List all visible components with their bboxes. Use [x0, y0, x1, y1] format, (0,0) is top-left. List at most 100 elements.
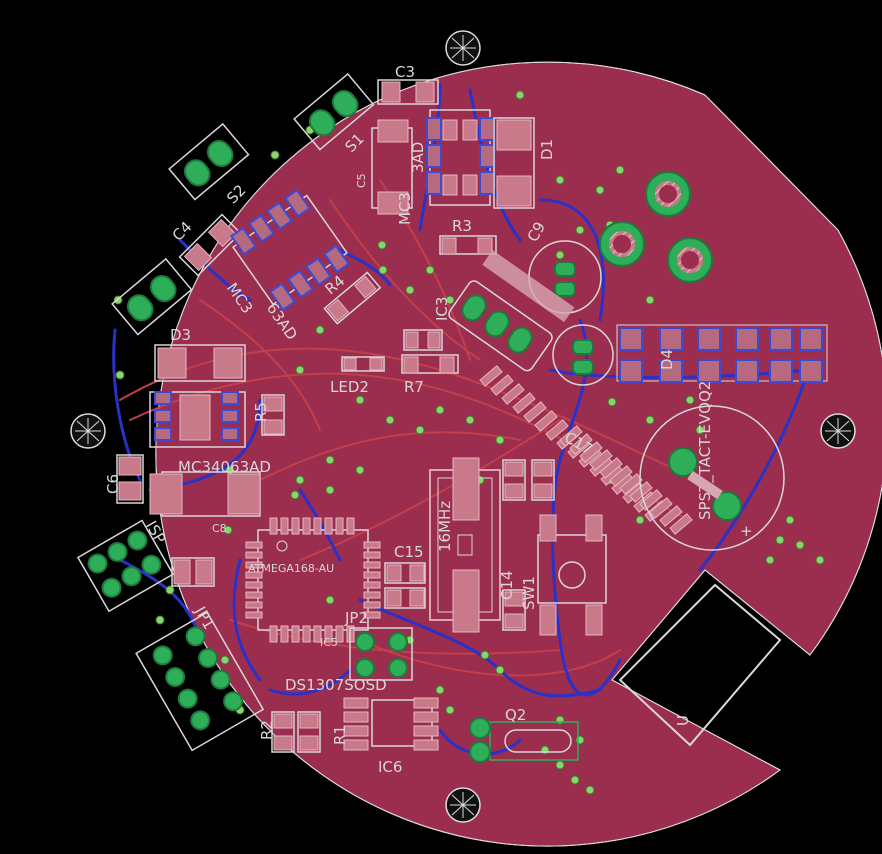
smd-pad — [559, 425, 583, 447]
smd-pad — [609, 465, 633, 487]
ic-pin — [269, 625, 278, 643]
mounting-hole-icon — [70, 413, 106, 449]
capacitor-c14 — [552, 324, 614, 386]
smd-pad — [579, 441, 603, 463]
via — [325, 485, 335, 495]
svg-text:SPST_TACT-EVQQ2: SPST_TACT-EVQQ2 — [696, 381, 715, 520]
via — [315, 325, 325, 335]
capacitor-c15: C15 — [384, 543, 426, 609]
via — [385, 415, 395, 425]
ic-pin — [245, 561, 263, 569]
svg-text:C14: C14 — [498, 570, 516, 600]
via — [325, 455, 335, 465]
via — [325, 595, 335, 605]
capacitor-c3: C3 — [377, 63, 439, 105]
crystal-16mhz: 16MHz — [429, 457, 501, 633]
via — [377, 240, 387, 250]
svg-text:LED2: LED2 — [330, 378, 369, 396]
ic-ds1307: IC6 — [343, 697, 439, 776]
resistor-r5: R5 — [252, 394, 285, 436]
svg-text:Q2: Q2 — [505, 706, 526, 724]
ic-pin — [245, 571, 263, 579]
ic-pin — [363, 571, 381, 579]
diode-d3: D3 — [154, 326, 246, 382]
capacitor-c6-small — [403, 329, 443, 351]
via — [570, 775, 580, 785]
svg-text:JP2: JP2 — [344, 609, 368, 627]
label-ds1307: DS1307SOSD — [285, 676, 387, 694]
led-led2: LED2 — [330, 356, 385, 396]
capacitor-pair-left — [171, 557, 215, 587]
via — [290, 490, 300, 500]
svg-text:C3: C3 — [395, 63, 415, 81]
resistor-r7: R7 — [401, 354, 459, 396]
diode-row-d4: D4 — [616, 324, 828, 383]
ic-pin — [280, 625, 289, 643]
smd-pad — [545, 419, 569, 441]
smd-pad — [569, 433, 593, 455]
via — [775, 535, 785, 545]
svg-text:IC6: IC6 — [378, 758, 402, 776]
via — [555, 715, 565, 725]
smd-pad — [512, 392, 536, 414]
svg-text:R7: R7 — [404, 378, 424, 396]
via — [495, 435, 505, 445]
ic-pin — [302, 517, 311, 535]
crystal-q2: Q2 — [469, 706, 579, 763]
coin-cell-icon: + — [639, 405, 785, 551]
ic-pin — [245, 551, 263, 559]
via — [435, 685, 445, 695]
connector-u-outline — [618, 583, 782, 747]
resistor-r1-r2: R2 R1 — [258, 711, 349, 753]
smd-pad — [523, 401, 547, 423]
svg-text:ATMEGA168-AU: ATMEGA168-AU — [248, 562, 334, 575]
smd-pad — [589, 449, 613, 471]
ic-pin — [291, 517, 300, 535]
via — [495, 665, 505, 675]
svg-text:D4: D4 — [658, 349, 676, 370]
resistor-r4 — [323, 271, 382, 325]
switch-s2 — [168, 122, 250, 201]
via — [645, 295, 655, 305]
ic-ic3 — [448, 250, 575, 372]
via — [540, 745, 550, 755]
smd-pad — [599, 457, 623, 479]
svg-text:3AD: 3AD — [409, 142, 427, 173]
via — [220, 655, 230, 665]
switch-s3 — [111, 257, 193, 336]
ic-atmega168: ATMEGA168-AU IC5 — [245, 517, 381, 649]
svg-text:C5: C5 — [355, 173, 368, 188]
svg-text:C6: C6 — [104, 474, 122, 494]
smd-pad — [659, 505, 683, 527]
via — [695, 425, 705, 435]
via — [425, 265, 435, 275]
via — [555, 250, 565, 260]
via — [785, 515, 795, 525]
via — [515, 90, 525, 100]
mounting-hole-icon — [445, 787, 481, 823]
via — [635, 515, 645, 525]
smd-pad — [534, 410, 558, 432]
smd-pad — [501, 383, 525, 405]
via — [270, 150, 280, 160]
connector-jp2: JP2 — [344, 609, 413, 681]
svg-text:IC5: IC5 — [320, 636, 338, 649]
via — [555, 175, 565, 185]
ic-pin — [245, 581, 263, 589]
ic-pin — [335, 517, 344, 535]
mounting-hole-icon — [820, 413, 856, 449]
smd-pad — [490, 374, 514, 396]
capacitor-c6: C6 — [104, 454, 144, 504]
ic-pin — [363, 541, 381, 549]
ic-pin — [269, 517, 278, 535]
svg-text:R5: R5 — [252, 402, 270, 422]
label-u: U — [674, 715, 692, 726]
label-mc34063ad: MC34063AD — [178, 458, 271, 476]
ic-pin — [245, 611, 263, 619]
via — [155, 615, 165, 625]
ic-mc34063-middle — [230, 188, 350, 312]
ic-pin — [280, 517, 289, 535]
via — [607, 397, 617, 407]
via — [595, 185, 605, 195]
